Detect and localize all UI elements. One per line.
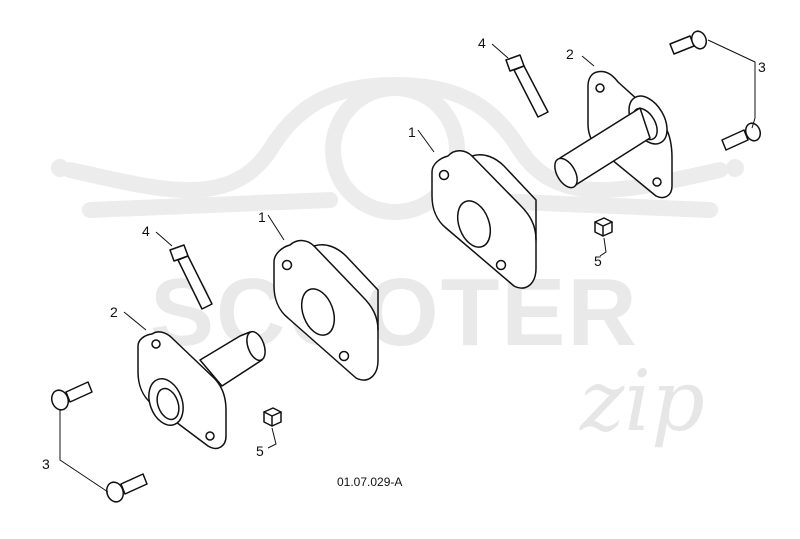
bolt-flange-lower-b bbox=[105, 473, 148, 503]
watermark-dot-right bbox=[726, 159, 744, 177]
callout-2-lower: 2 bbox=[110, 304, 118, 320]
callout-1-lower: 1 bbox=[258, 209, 266, 225]
callout-3-lower: 3 bbox=[42, 456, 50, 472]
callout-2-upper: 2 bbox=[566, 46, 574, 62]
callout-4-lower: 4 bbox=[142, 223, 150, 239]
spacer-upper bbox=[431, 150, 537, 289]
spacer-lower bbox=[273, 239, 379, 381]
callout-3-upper: 3 bbox=[758, 59, 766, 75]
watermark-dot-left bbox=[51, 159, 69, 177]
bolt-flange-upper-a bbox=[669, 30, 708, 55]
leader-lines bbox=[59, 39, 756, 493]
watermark-script: zip bbox=[579, 352, 705, 450]
figure-code: 01.07.029-A bbox=[337, 475, 402, 489]
bolt-small-upper bbox=[505, 54, 549, 118]
callout-5-upper: 5 bbox=[594, 253, 602, 269]
flange-shaft-upper bbox=[554, 70, 673, 199]
bolt-flange-upper-b bbox=[721, 122, 762, 151]
bolt-small-lower bbox=[169, 244, 213, 310]
nut-upper bbox=[594, 217, 613, 237]
flange-shaft-lower bbox=[137, 330, 266, 450]
bolt-flange-lower-a bbox=[50, 381, 93, 411]
callout-1-upper: 1 bbox=[408, 124, 416, 140]
nut-lower bbox=[263, 407, 282, 427]
callout-5-lower: 5 bbox=[256, 443, 264, 459]
callout-4-upper: 4 bbox=[478, 35, 486, 51]
